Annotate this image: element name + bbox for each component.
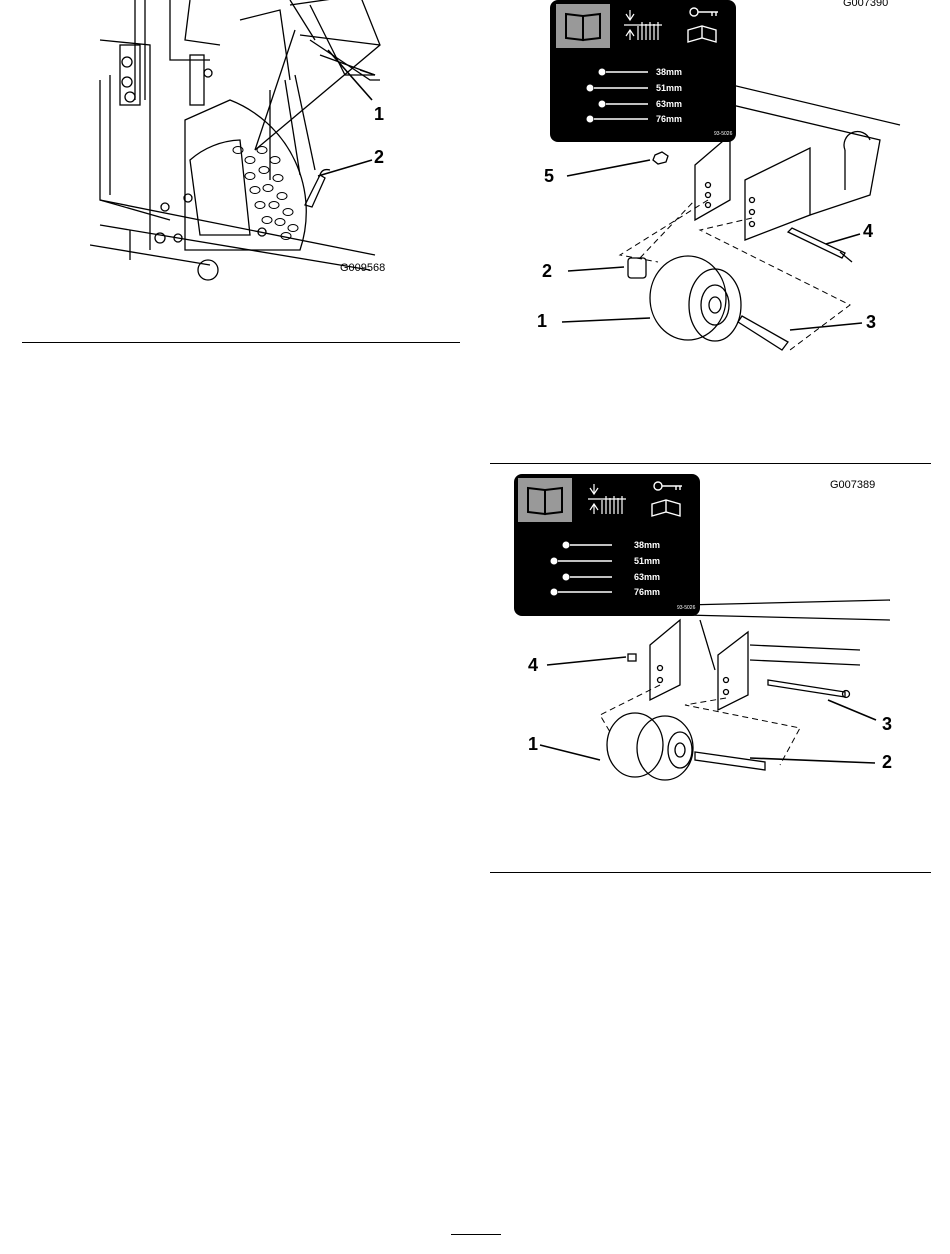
figure-3-height-76: 76mm <box>634 587 660 597</box>
figure-2-callout-4: 4 <box>863 221 873 242</box>
figure-3-callout-1: 1 <box>528 734 538 755</box>
figure-3-height-63: 63mm <box>634 572 660 582</box>
page-number-rule <box>451 1234 501 1235</box>
figure-2-callout-5: 5 <box>544 166 554 187</box>
figure-2-callout-2: 2 <box>542 261 552 282</box>
figure-3-callout-4: 4 <box>528 655 538 676</box>
figure-2-callout-1: 1 <box>537 311 547 332</box>
divider-right-1 <box>490 463 931 464</box>
figure-3-callout-2: 2 <box>882 752 892 773</box>
figure-1-code: G009568 <box>340 262 385 274</box>
figure-2-height-38: 38mm <box>656 67 682 77</box>
figure-1-illustration <box>90 0 470 285</box>
figure-3-decal-partno: 93-5026 <box>677 605 695 611</box>
figure-2-height-76: 76mm <box>656 114 682 124</box>
figure-2: 38mm 51mm 63mm 76mm 93-5026 G007390 5 4 … <box>490 0 940 380</box>
figure-2-decal-partno: 93-5026 <box>714 131 732 137</box>
divider-left <box>22 342 460 343</box>
figure-2-callout-3: 3 <box>866 312 876 333</box>
figure-3-callout-3: 3 <box>882 714 892 735</box>
figure-1-callout-1: 1 <box>374 104 384 125</box>
figure-1-callout-2: 2 <box>374 147 384 168</box>
figure-3-code: G007389 <box>830 479 875 491</box>
figure-2-code: G007390 <box>843 0 888 9</box>
figure-2-height-51: 51mm <box>656 83 682 93</box>
divider-right-2 <box>490 872 931 873</box>
figure-1: 1 2 G009568 <box>90 0 470 285</box>
figure-3-height-38: 38mm <box>634 540 660 550</box>
figure-3-illustration <box>490 470 940 800</box>
figure-3: 38mm 51mm 63mm 76mm 93-5026 G007389 4 3 … <box>490 470 940 800</box>
figure-2-height-63: 63mm <box>656 99 682 109</box>
figure-3-height-51: 51mm <box>634 556 660 566</box>
